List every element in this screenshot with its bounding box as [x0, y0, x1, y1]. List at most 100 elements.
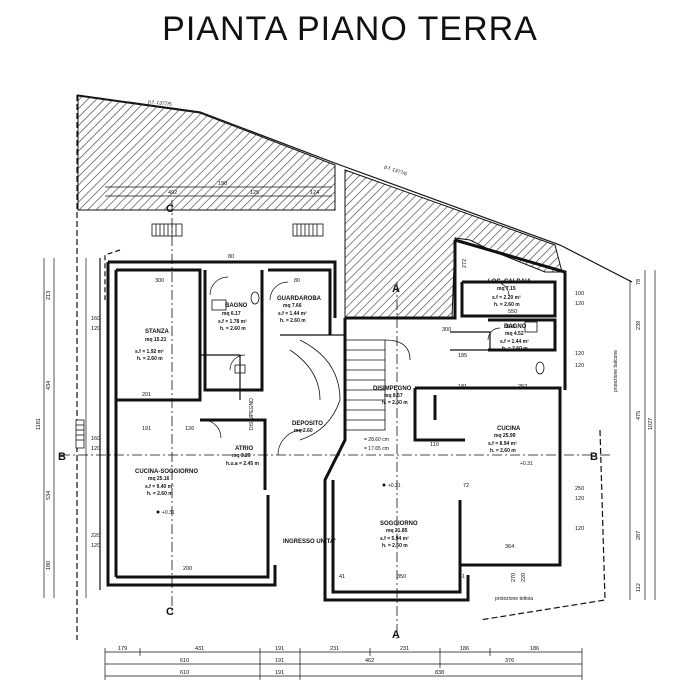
dim-41-a: 41 [339, 574, 345, 580]
room-name: SOGGIORNO [380, 521, 418, 527]
page-title: PIANTA PIANO TERRA [162, 10, 538, 48]
room-h: h. = 2.60 m [220, 326, 246, 332]
room-name: DISIMPEGNO [373, 386, 412, 392]
dim-top-190: 190 [218, 181, 227, 187]
staircase [289, 339, 411, 441]
room-name: LOC. CALDAIA [488, 279, 532, 285]
room-caldaia: LOC. CALDAIA mq 7.15 s.f = 2.20 m² h. = … [488, 279, 532, 308]
dim-left-120-c: 120 [91, 543, 100, 549]
room-disimpegno: DISIMPEGNO mq 8.57 h. = 2.60 m [373, 386, 412, 406]
dim-80-b: 80 [294, 278, 300, 284]
section-b-right: B [590, 451, 598, 463]
dim-252: 252 [518, 384, 527, 390]
dim-right-270: 270 [511, 573, 517, 582]
parcel-label-1: p.f. 1377/5 [148, 99, 172, 108]
thin-walls [99, 258, 491, 590]
section-c-top: C [166, 203, 174, 215]
room-area: mq 8.57 [384, 393, 403, 399]
dim-right-120-e: 120 [575, 526, 584, 532]
dim-bottom-231-b: 231 [400, 646, 409, 652]
room-h: h. = 2.60 m [147, 491, 173, 497]
dim-bottom-191-c: 191 [275, 670, 284, 676]
dim-550: 550 [508, 309, 517, 315]
volume-b: = 17.65 cm [364, 446, 389, 452]
room-h: h. = 2.60 m [494, 302, 520, 308]
room-name: DEPOSITO [292, 421, 323, 427]
room-atrio: ATRIO mq 3.29 h.u.a = 2.45 m [226, 446, 259, 467]
room-sf: s.f = 9.40 m² [145, 484, 174, 490]
dim-bottom-838: 838 [435, 670, 444, 676]
dim-80-a: 80 [228, 254, 234, 260]
dim-left-213: 213 [46, 291, 52, 300]
room-name: BAGNO [225, 303, 248, 309]
level-3: +0.31 [520, 461, 533, 467]
room-area: mq 6.17 [222, 311, 241, 317]
dim-201: 201 [142, 392, 151, 398]
dim-272: 272 [462, 259, 468, 268]
dim-top-125: 125 [250, 190, 259, 196]
dim-left-534: 534 [46, 491, 52, 500]
room-h: h. = 2.60 m [382, 400, 408, 406]
section-a-top: A [392, 283, 400, 295]
room-guardaroba: GUARDAROBA mq 7.66 s.f = 1.44 m² h. = 2.… [277, 296, 322, 324]
dim-right-250: 250 [575, 486, 584, 492]
dim-bottom-610-a: 610 [180, 658, 189, 664]
dim-right-120-d: 120 [575, 496, 584, 502]
room-h: h. = 2.60 m [502, 346, 528, 352]
level-2: +0.31 [388, 483, 401, 489]
room-area: mq 25.16 [148, 476, 170, 482]
room-name: ATRIO [235, 446, 254, 452]
dim-bottom-191-b: 191 [275, 658, 284, 664]
dim-110: 110 [430, 442, 439, 448]
dim-right-220: 220 [521, 573, 527, 582]
door-swings [202, 276, 510, 456]
volume-a: = 28.60 cm [364, 437, 389, 443]
level-1: +0.31 [162, 510, 175, 516]
room-area: mq 15.21 [145, 337, 167, 343]
dim-300-b: 300 [442, 327, 451, 333]
room-area: mq 3.29 [232, 453, 251, 459]
dim-left-220: 220 [91, 533, 100, 539]
vent-grille [75, 223, 324, 449]
room-cucina: CUCINA mq 25.99 s.f = 8.94 m² h. = 2.60 … [488, 426, 521, 454]
room-sf: s.f = 5.94 m² [380, 536, 409, 542]
walls [106, 238, 567, 602]
section-markers [60, 200, 610, 640]
dim-350: 350 [397, 574, 406, 580]
room-sf: s.f = 2.20 m² [492, 295, 521, 301]
room-area: mq 2.60 [294, 428, 313, 434]
proiezione-tettoia-label: proiezione tettoia [495, 596, 533, 602]
room-h: h. = 2.60 m [490, 448, 516, 454]
room-sf: s.f = 1.44 m² [500, 339, 529, 345]
top-dimension [105, 186, 332, 197]
room-area: mq 7.15 [497, 286, 516, 292]
right-dimension-lines [629, 270, 656, 600]
parcel-label-2: p.f. 1377/6 [383, 164, 408, 177]
fixtures [211, 291, 545, 375]
room-name: STANZA [145, 329, 170, 335]
room-sf: s.f = 1.44 m² [278, 311, 307, 317]
dim-right-287: 287 [636, 531, 642, 540]
dim-left-120-b: 120 [91, 446, 100, 452]
dim-top-124: 124 [310, 190, 319, 196]
section-c-bottom: C [166, 606, 174, 618]
dim-right-120-b: 120 [575, 351, 584, 357]
dim-left-1181: 1181 [36, 418, 42, 430]
dim-right-1027: 1027 [648, 418, 654, 430]
room-area: mq 7.66 [283, 303, 302, 309]
room-area: mq 4.52 [505, 331, 524, 337]
dim-left-434: 434 [46, 381, 52, 390]
room-cucina-soggiorno: CUCINA-SOGGIORNO mq 25.16 s.f = 9.40 m² … [135, 469, 198, 497]
dim-left-180: 180 [46, 561, 52, 570]
dim-bottom-191-a: 191 [275, 646, 284, 652]
dim-72: 72 [463, 483, 469, 489]
room-h: h. = 2.60 m [137, 356, 163, 362]
dim-300-a: 300 [155, 278, 164, 284]
dim-right-120-a: 120 [575, 301, 584, 307]
room-stanza: STANZA mq 15.21 s.f = 1.92 m² h. = 2.60 … [135, 329, 170, 362]
dim-bottom-186-a: 186 [460, 646, 469, 652]
proiezione-balcone-label: proiezione balcone [613, 350, 619, 392]
dim-left-160-a: 160 [91, 316, 100, 322]
dim-bottom-431: 431 [195, 646, 204, 652]
room-sf: s.f = 1.92 m² [135, 349, 164, 355]
